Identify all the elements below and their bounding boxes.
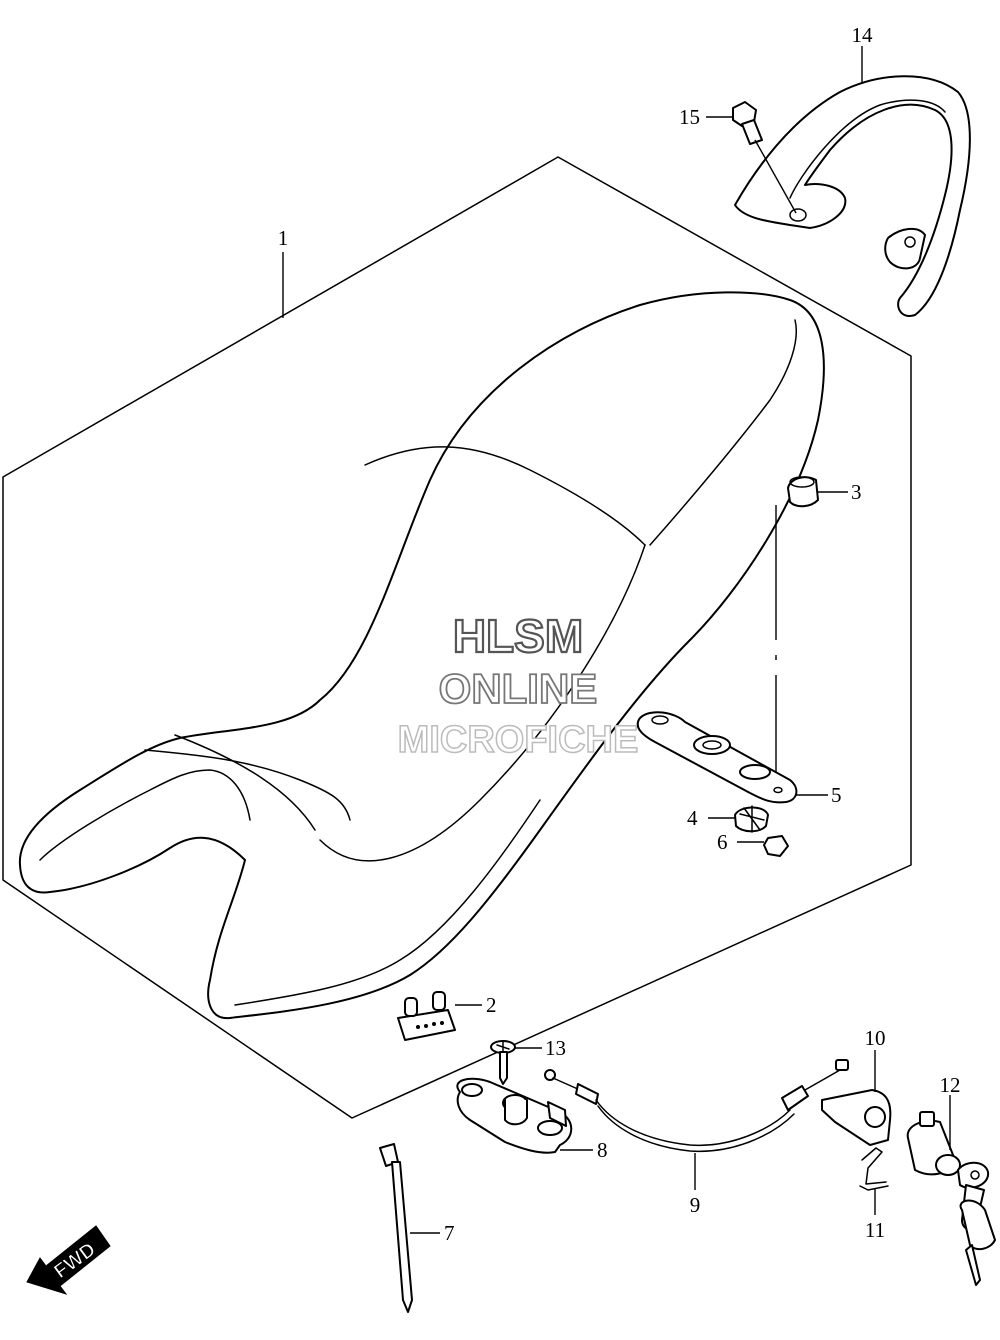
lock-bracket-part xyxy=(456,1077,573,1154)
callout-6: 6 xyxy=(717,830,728,854)
watermark-line-3: MICROFICHE xyxy=(398,719,639,761)
callout-13: 13 xyxy=(545,1036,566,1060)
cap-part xyxy=(787,476,819,508)
nut-part xyxy=(763,835,789,857)
lock-cylinder-part xyxy=(906,1111,996,1286)
watermark: HLSM ONLINE MICROFICHE xyxy=(397,609,639,762)
watermark-line-2: ONLINE xyxy=(439,665,598,712)
callout-12: 12 xyxy=(940,1073,961,1097)
watermark-line-1: HLSM xyxy=(453,610,583,662)
callout-2: 2 xyxy=(486,993,497,1017)
callout-7: 7 xyxy=(444,1221,455,1245)
damper-part xyxy=(397,991,456,1041)
bolt-part xyxy=(732,101,763,145)
callout-9: 9 xyxy=(690,1193,701,1217)
lock-plate-part xyxy=(636,711,798,804)
seat-part xyxy=(18,291,825,1020)
callout-14: 14 xyxy=(852,23,874,47)
cushion-part xyxy=(734,805,769,833)
cable-tie-part xyxy=(379,1143,413,1313)
fwd-direction-badge: FWD xyxy=(26,1225,111,1295)
callout-15: 15 xyxy=(679,105,700,129)
callout-10: 10 xyxy=(865,1026,886,1050)
screw-part xyxy=(490,1040,516,1085)
clip-part xyxy=(859,1147,889,1191)
callout-1: 1 xyxy=(278,226,289,250)
cable-holder-part xyxy=(821,1089,892,1146)
cable-part xyxy=(544,1059,849,1153)
fwd-arrow-icon xyxy=(26,1225,111,1295)
callout-3: 3 xyxy=(851,480,862,504)
guide-15 xyxy=(754,139,797,214)
callout-4: 4 xyxy=(687,806,698,830)
assembly-outline xyxy=(2,156,912,1119)
callout-8: 8 xyxy=(597,1138,608,1162)
callout-5: 5 xyxy=(831,783,842,807)
grab-rail-part xyxy=(734,75,971,317)
callout-11: 11 xyxy=(865,1218,885,1242)
